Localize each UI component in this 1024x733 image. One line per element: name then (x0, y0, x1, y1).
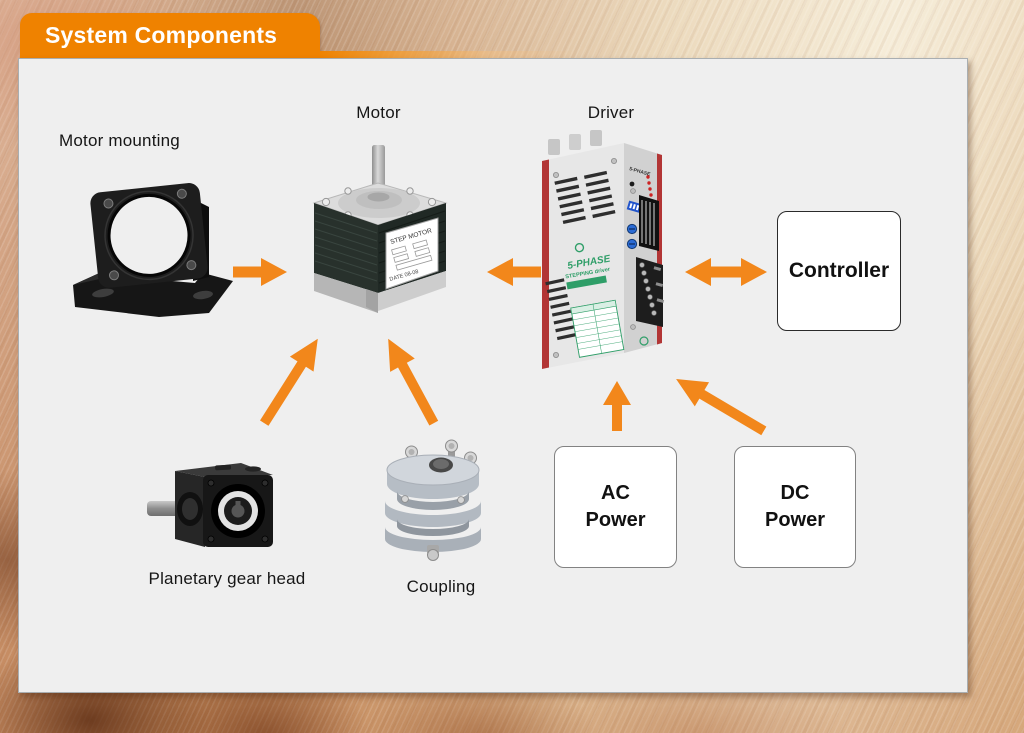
driver-potentiometers (626, 223, 638, 250)
driver-top-tabs (548, 130, 602, 155)
controller-box-label: Controller (788, 259, 890, 282)
ac-power-line1: AC (601, 482, 630, 504)
planetary-gear-head-label: Planetary gear head (148, 569, 306, 588)
motor-mounting-label: Motor mounting (59, 131, 180, 150)
dc-power-line1: DC (780, 482, 810, 504)
gearhead-body (175, 463, 273, 547)
dc-power-box: DC Power (734, 446, 856, 568)
coupling-label: Coupling (406, 577, 476, 596)
dc-power-line2: Power (764, 509, 826, 531)
arrow-ac-power-to-driver (600, 381, 634, 431)
planetary-gear-head-image (147, 463, 273, 547)
motor-bottom-flange (314, 271, 446, 313)
motor-label: Motor (356, 103, 401, 122)
arrow-coupling-to-motor (373, 331, 449, 432)
driver-connector (639, 195, 659, 251)
coupling-bottom-bolt (427, 545, 439, 561)
controller-box: Controller (777, 211, 901, 331)
driver-vents (545, 170, 616, 341)
motor-shaft (372, 145, 385, 193)
driver-side-panel: 5-PHASE (626, 166, 665, 346)
mounting-plate (90, 183, 208, 288)
motor-mounting-image (73, 183, 233, 317)
page-title: System Components (45, 22, 278, 48)
arrow-driver-controller-bidirectional (685, 255, 767, 289)
arrow-mounting-to-motor (233, 255, 287, 289)
coupling-top-bolts (405, 439, 477, 473)
driver-corner-badge: 5-PHASE (628, 166, 651, 178)
diagram-panel: Motor mounting Motor Driver Planetary ge… (18, 58, 968, 693)
motor-top-flange (312, 182, 448, 226)
coupling-image (385, 439, 481, 561)
driver-image: 5-PHASE STEPPING driver 5-PHASE (542, 130, 665, 369)
motor-spec-plate: STEP MOTOR DATE 08-08 (385, 217, 439, 290)
arrow-dc-power-to-driver (667, 364, 772, 445)
ac-power-box: AC Power (554, 446, 677, 568)
arrow-driver-to-motor (487, 255, 541, 289)
header-tab: System Components (20, 13, 320, 58)
driver-terminal-block (636, 257, 665, 327)
driver-spec-table (570, 299, 625, 358)
ac-power-line2: Power (585, 509, 646, 531)
driver-label: Driver (587, 103, 635, 122)
arrow-gearhead-to-motor (250, 330, 332, 433)
coupling-discs (385, 454, 481, 552)
header-swoosh-stripe (318, 51, 578, 58)
motor-image: STEP MOTOR DATE 08-08 (312, 145, 448, 313)
